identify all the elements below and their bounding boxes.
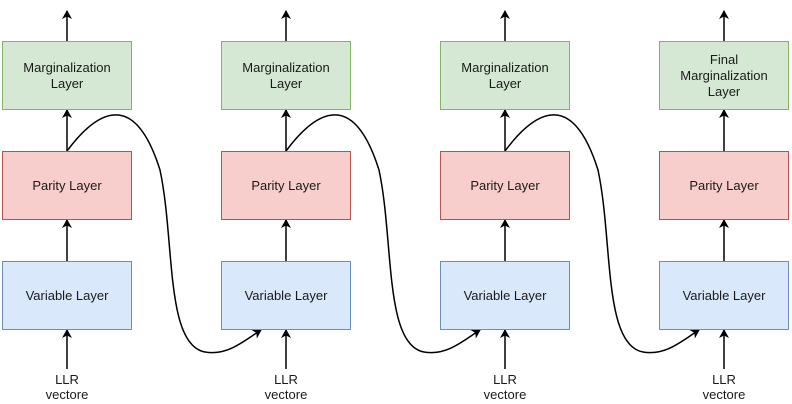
feedback-connector-2 xyxy=(285,114,481,354)
parity-layer-2: Parity Layer xyxy=(221,151,351,220)
marginalization-layer-1: Marginalization Layer xyxy=(2,41,132,110)
variable-layer-1: Variable Layer xyxy=(2,261,132,330)
parity-layer-3: Parity Layer xyxy=(440,151,570,220)
llr-vector-label-2: LLR vectore xyxy=(264,372,308,402)
marginalization-layer-3: Marginalization Layer xyxy=(440,41,570,110)
variable-layer-4: Variable Layer xyxy=(659,261,789,330)
llr-vector-label-1: LLR vectore xyxy=(45,372,89,402)
final-marginalization-layer: Final Marginalization Layer xyxy=(659,41,789,110)
variable-layer-3: Variable Layer xyxy=(440,261,570,330)
parity-layer-4: Parity Layer xyxy=(659,151,789,220)
feedback-connector-1 xyxy=(66,114,262,354)
llr-vector-label-3: LLR vectore xyxy=(483,372,527,402)
marginalization-layer-2: Marginalization Layer xyxy=(221,41,351,110)
parity-layer-1: Parity Layer xyxy=(2,151,132,220)
variable-layer-2: Variable Layer xyxy=(221,261,351,330)
feedback-connector-3 xyxy=(504,114,700,354)
llr-vector-label-4: LLR vectore xyxy=(702,372,746,402)
